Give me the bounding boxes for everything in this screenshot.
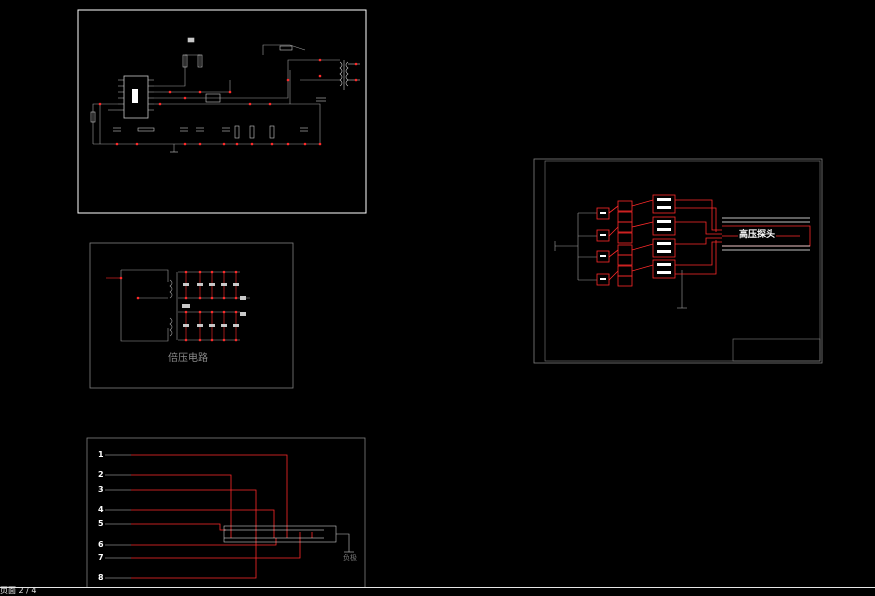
- page-indicator: 页面 2 / 4: [0, 586, 37, 595]
- sheet-voltage-doubler[interactable]: [89, 242, 294, 389]
- harness-pin-1: 1: [98, 450, 104, 459]
- harness-pin-8: 8: [98, 573, 104, 582]
- harness-pin-2: 2: [98, 470, 104, 479]
- ic-chip: [123, 75, 149, 119]
- title-block: [732, 338, 821, 362]
- probe-array-title: 高压探头: [738, 227, 777, 240]
- harness-pin-6: 6: [98, 540, 104, 549]
- harness-pin-4: 4: [98, 505, 104, 514]
- sheet-probe-array[interactable]: [533, 158, 823, 364]
- sheet-wiring-harness[interactable]: [86, 437, 366, 591]
- harness-ground-label: 负极: [343, 554, 357, 562]
- harness-pin-3: 3: [98, 485, 104, 494]
- harness-pin-7: 7: [98, 553, 104, 562]
- voltage-doubler-title: 倍压电路: [168, 353, 208, 364]
- sheet-control-circuit[interactable]: [77, 9, 367, 214]
- status-bar: 页面 2 / 4: [0, 586, 875, 595]
- harness-pin-5: 5: [98, 519, 104, 528]
